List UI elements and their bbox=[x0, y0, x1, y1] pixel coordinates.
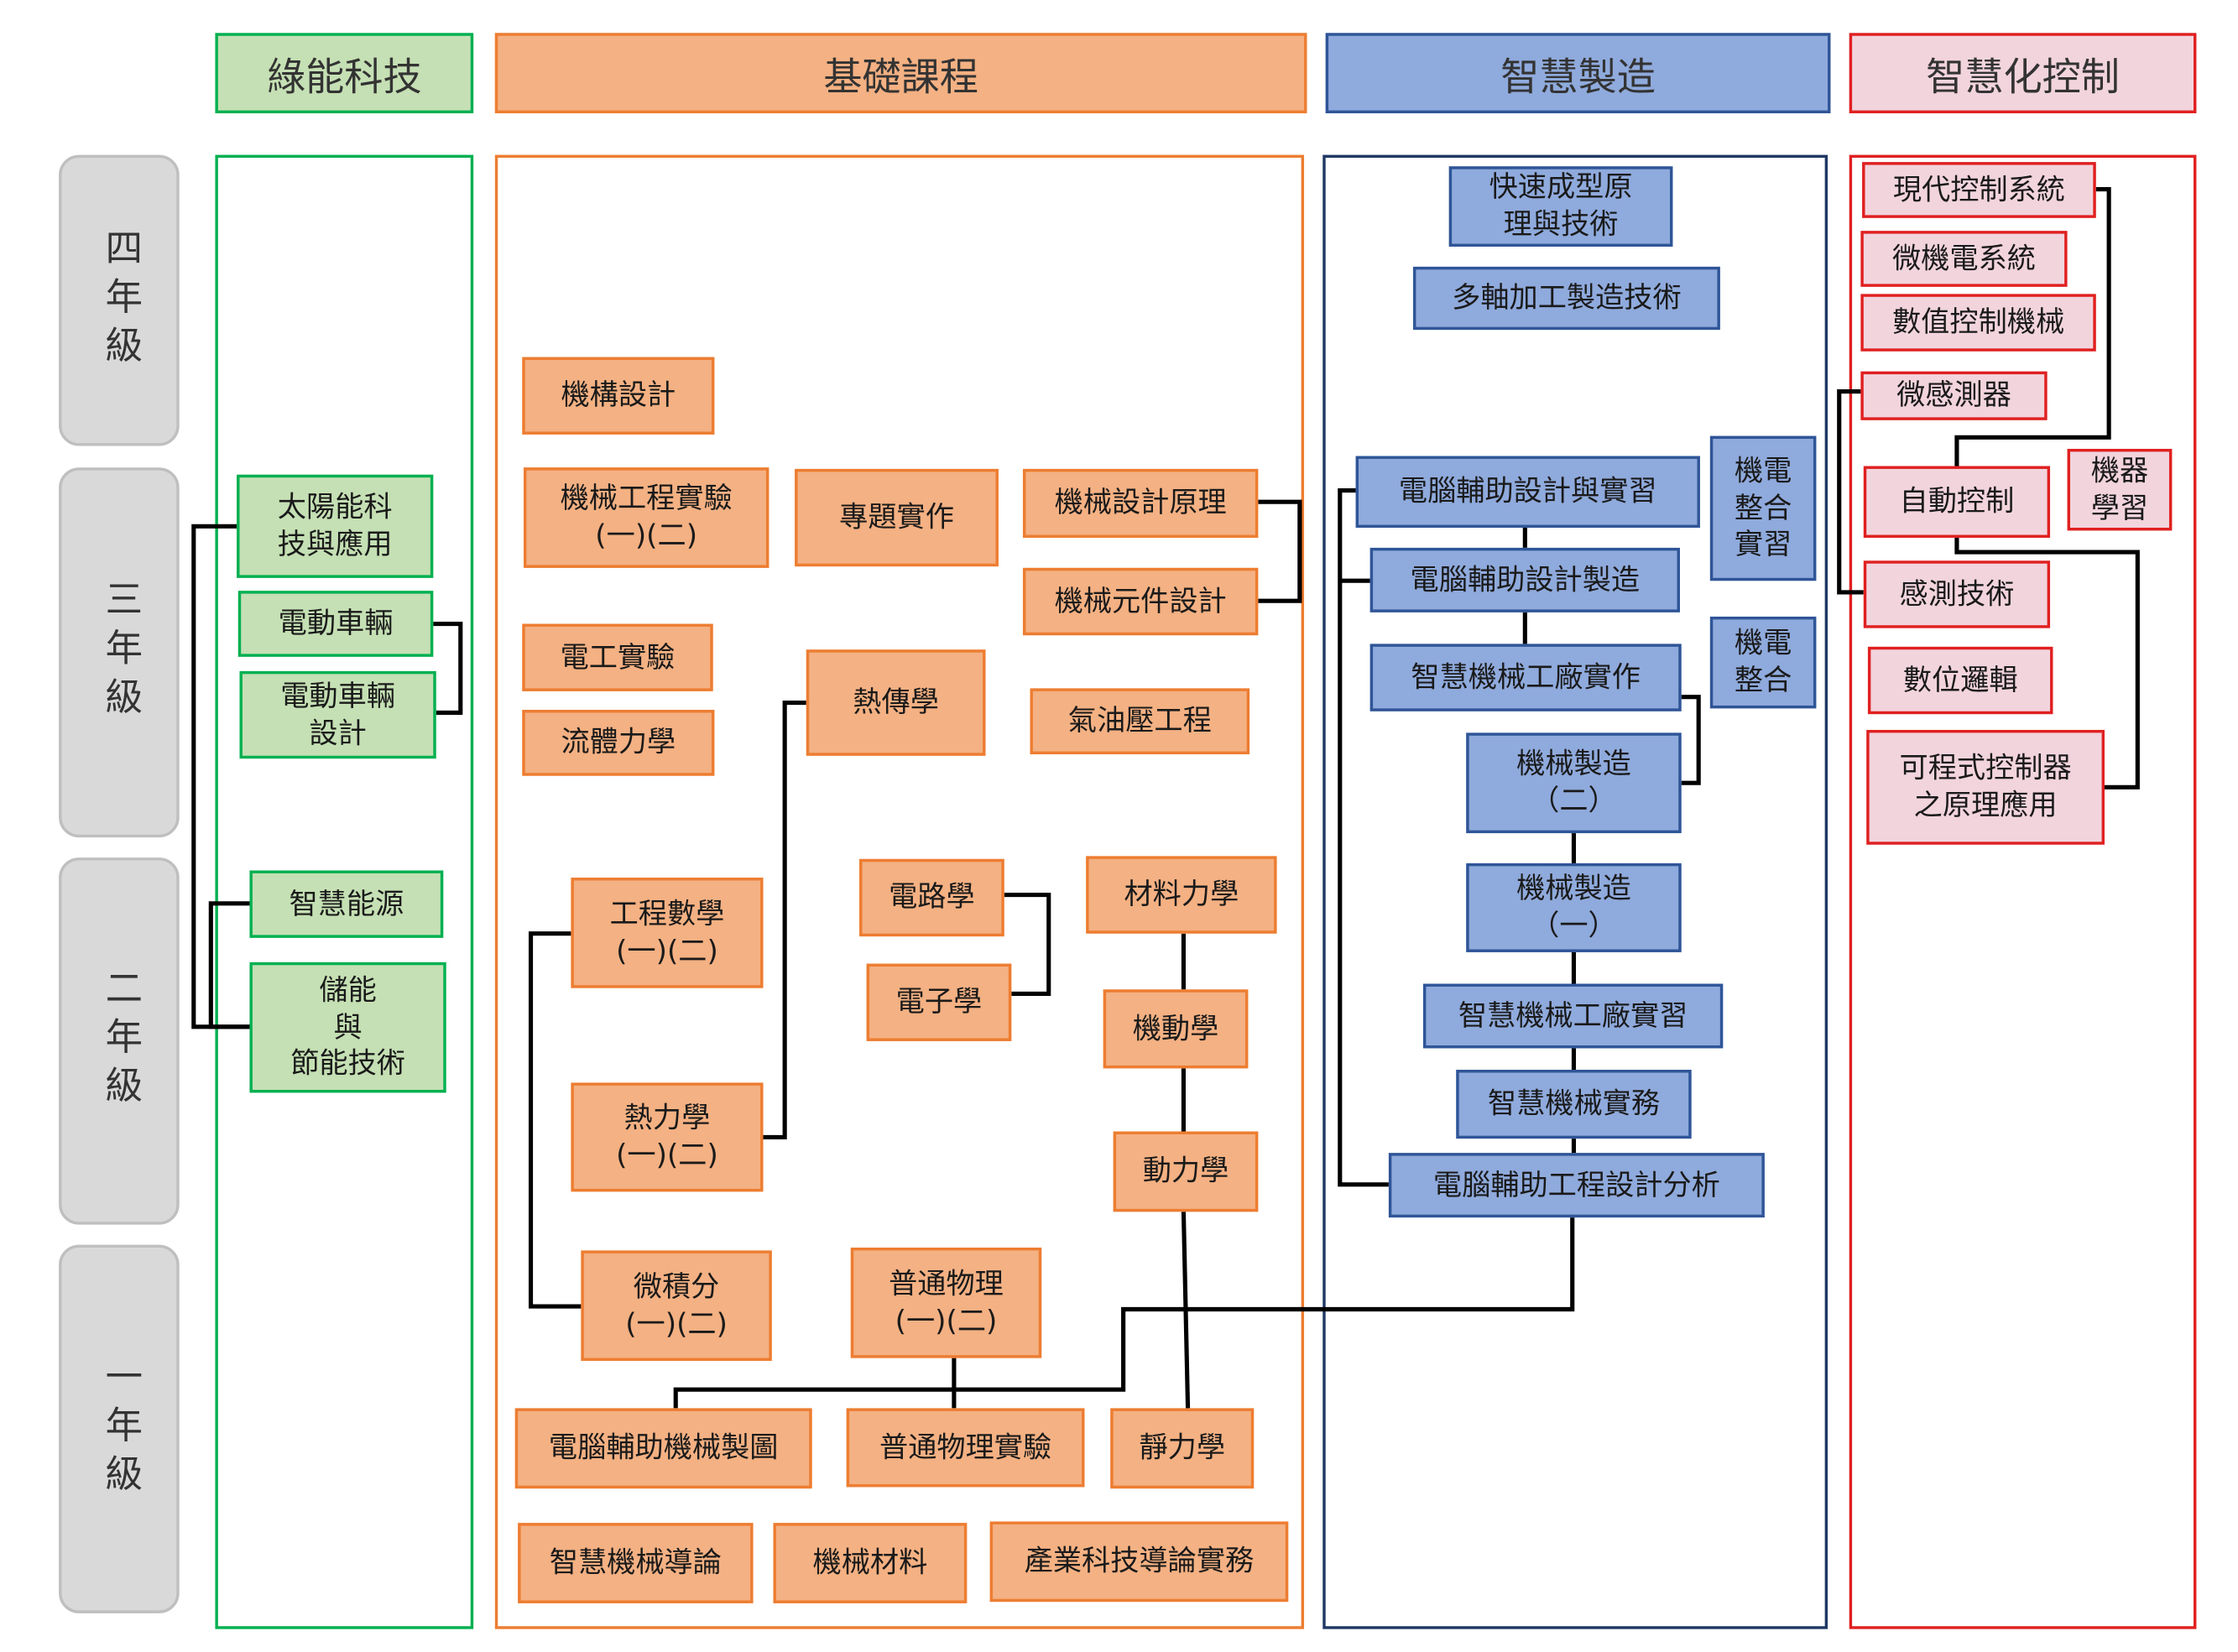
column-smart-manufacturing bbox=[1322, 154, 1828, 1629]
course-mech-lab: 機械工程實驗 (一)(二) bbox=[524, 467, 769, 568]
connector-sensor-sensing bbox=[1837, 389, 1864, 595]
course-smart-practice: 智慧機械實務 bbox=[1456, 1070, 1692, 1139]
course-mechatronics: 機電 整合 bbox=[1709, 616, 1817, 709]
connector-cad-cae bbox=[673, 1217, 1575, 1409]
connector-factory-mfg2 bbox=[1681, 695, 1701, 785]
course-mechatronics-lab: 機電 整合 實習 bbox=[1709, 435, 1817, 581]
course-fluid-mechanics: 流體力學 bbox=[522, 710, 715, 776]
course-cae: 電腦輔助工程設計分析 bbox=[1388, 1153, 1765, 1218]
course-general-physics: 普通物理 (一)(二) bbox=[850, 1248, 1042, 1358]
course-element-design: 機械元件設計 bbox=[1022, 567, 1259, 636]
course-manufacturing-1: 機械製造 （一） bbox=[1466, 862, 1682, 952]
course-manufacturing-2: 機械製造 （二） bbox=[1466, 732, 1682, 834]
course-cad-drawing: 電腦輔助機械製圖 bbox=[514, 1408, 812, 1489]
header-smart-manufacturing: 智慧製造 bbox=[1325, 33, 1831, 114]
course-mechanism-design: 機構設計 bbox=[522, 357, 715, 435]
course-physics-lab: 普通物理實驗 bbox=[846, 1408, 1085, 1488]
course-energy-storage: 儲能 與 節能技術 bbox=[249, 961, 446, 1093]
course-calculus: 微積分 (一)(二) bbox=[581, 1250, 772, 1362]
course-cad-manufacturing: 電腦輔助設計製造 bbox=[1369, 547, 1680, 612]
course-mems: 微機電系統 bbox=[1860, 231, 2068, 287]
course-electrical-lab: 電工實驗 bbox=[522, 623, 713, 691]
course-smart-factory-impl: 智慧機械工廠實作 bbox=[1369, 644, 1682, 711]
course-rapid-prototyping: 快速成型原 理與技術 bbox=[1448, 166, 1673, 247]
header-green-energy: 綠能科技 bbox=[215, 33, 474, 114]
connector-circuit-electronics bbox=[1004, 892, 1051, 997]
year-label-1: 一年級 bbox=[59, 1244, 180, 1613]
course-machine-learning: 機器 學習 bbox=[2067, 448, 2173, 531]
course-multi-axis: 多軸加工製造技術 bbox=[1412, 266, 1720, 331]
course-project: 專題實作 bbox=[795, 468, 999, 567]
connector-auto-plc bbox=[1954, 537, 2140, 790]
connector-cad-cae-trunk bbox=[1338, 487, 1389, 1187]
course-electric-vehicle: 電動車輛 bbox=[237, 591, 434, 657]
column-basic-courses bbox=[494, 154, 1305, 1629]
header-basic-courses: 基礎課程 bbox=[494, 33, 1307, 114]
column-smart-control bbox=[1849, 154, 2197, 1629]
course-auto-control: 自動控制 bbox=[1863, 466, 2051, 538]
course-micro-sensor: 微感測器 bbox=[1860, 371, 2048, 420]
course-industry-intro: 產業科技導論實務 bbox=[989, 1521, 1289, 1602]
course-thermodynamics: 熱力學 (一)(二) bbox=[571, 1082, 764, 1192]
course-statics: 靜力學 bbox=[1110, 1408, 1255, 1489]
course-nc-machine: 數值控制機械 bbox=[1860, 294, 2096, 352]
course-modern-control: 現代控制系統 bbox=[1862, 162, 2096, 218]
course-kinematics: 機動學 bbox=[1103, 989, 1249, 1069]
connector-smartenergy-storage bbox=[208, 901, 250, 1029]
course-mech-materials: 機械材料 bbox=[773, 1523, 968, 1603]
course-smart-energy: 智慧能源 bbox=[249, 870, 444, 938]
course-intro-smart-machinery: 智慧機械導論 bbox=[518, 1523, 754, 1603]
year-label-4: 四年級 bbox=[59, 154, 180, 446]
course-ev-design: 電動車輛 設計 bbox=[239, 670, 436, 759]
course-design-principle: 機械設計原理 bbox=[1022, 468, 1259, 538]
year-label-2: 二年級 bbox=[59, 857, 180, 1225]
course-digital-logic: 數位邏輯 bbox=[1867, 646, 2053, 715]
course-circuit: 電路學 bbox=[859, 858, 1004, 937]
course-smart-factory-intern: 智慧機械工廠實習 bbox=[1422, 983, 1724, 1049]
course-plc: 可程式控制器 之原理應用 bbox=[1866, 729, 2105, 845]
course-engineering-math: 工程數學 (一)(二) bbox=[571, 878, 764, 988]
course-dynamics: 動力學 bbox=[1113, 1131, 1259, 1212]
course-heat-transfer: 熱傳學 bbox=[806, 649, 986, 756]
connector-math-calculus bbox=[528, 931, 582, 1309]
connector-heat-thermo bbox=[763, 700, 806, 1139]
course-sensing-tech: 感測技術 bbox=[1863, 560, 2051, 628]
connector-design-element bbox=[1258, 499, 1302, 603]
course-hydraulics: 氣油壓工程 bbox=[1030, 688, 1250, 755]
course-electronics: 電子學 bbox=[866, 963, 1012, 1041]
connector-ev-evdesign bbox=[433, 621, 463, 716]
course-materials-mechanics: 材料力學 bbox=[1086, 856, 1277, 934]
header-smart-control: 智慧化控制 bbox=[1849, 33, 2197, 114]
course-solar: 太陽能科 技與應用 bbox=[237, 474, 434, 578]
course-cad-practice: 電腦輔助設計與實習 bbox=[1355, 456, 1700, 528]
connector-modern-auto bbox=[1954, 187, 2111, 466]
year-label-3: 三年級 bbox=[59, 467, 180, 838]
column-green-energy bbox=[215, 154, 474, 1629]
